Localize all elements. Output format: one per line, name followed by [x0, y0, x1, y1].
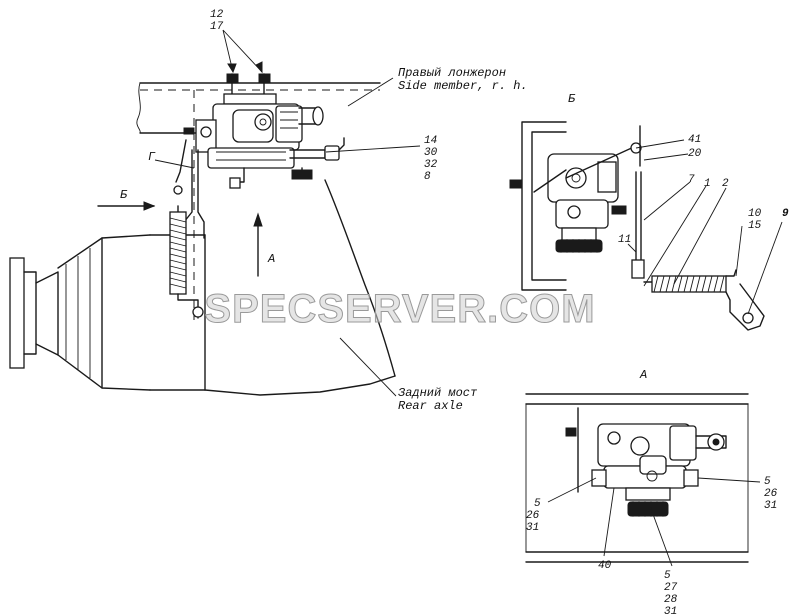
callout-11: 11 — [618, 234, 631, 246]
callout-bottom-31: 31 — [664, 606, 677, 614]
view-a-leaders — [547, 477, 761, 567]
callout-left-31: 31 — [526, 522, 539, 534]
view-a-title: А — [639, 368, 647, 382]
callout-14: 14 — [424, 135, 437, 147]
callout-left-26: 26 — [526, 510, 540, 522]
text-labels: Правый лонжерон Side member, r. h. Задни… — [120, 9, 789, 614]
callout-10: 10 — [748, 208, 762, 220]
view-b-title: Б — [568, 92, 576, 106]
main-valve-assembly — [169, 73, 345, 320]
side-member-label-en: Side member, r. h. — [398, 79, 528, 93]
callout-bottom-27: 27 — [664, 582, 678, 594]
callout-30: 30 — [424, 147, 438, 159]
callout-9: 9 — [782, 208, 789, 220]
callout-8: 8 — [424, 171, 431, 183]
callout-15: 15 — [748, 220, 762, 232]
callout-left-5: 5 — [534, 498, 541, 510]
view-a-arrow-letter: А — [267, 252, 275, 266]
callout-right-26: 26 — [764, 488, 778, 500]
callout-2: 2 — [722, 178, 729, 190]
view-g-letter: Г — [148, 150, 156, 164]
callout-1: 1 — [704, 178, 711, 190]
callout-41: 41 — [688, 134, 701, 146]
rear-axle-housing — [9, 179, 396, 396]
callout-bottom-5: 5 — [664, 570, 671, 582]
axle-flange — [9, 257, 25, 369]
callout-32: 32 — [424, 159, 438, 171]
callout-7: 7 — [688, 174, 695, 186]
callout-right-5: 5 — [764, 476, 771, 488]
callout-bottom-28: 28 — [664, 594, 678, 606]
callout-right-31: 31 — [764, 500, 777, 512]
view-b-leaders — [627, 139, 783, 315]
side-member-label-ru: Правый лонжерон — [398, 66, 506, 80]
callout-20: 20 — [688, 148, 702, 160]
callout-12: 12 — [210, 9, 224, 21]
main-view-annotations — [97, 29, 421, 397]
view-b-drawing — [509, 121, 765, 331]
view-a-drawing — [525, 393, 749, 563]
rear-axle-label-ru: Задний мост — [398, 386, 478, 400]
rear-axle-label-en: Rear axle — [398, 399, 463, 413]
callout-40: 40 — [598, 560, 612, 572]
callout-17: 17 — [210, 21, 224, 33]
watermark: SPECSERVER.COM — [204, 287, 595, 331]
view-b-arrow-letter: Б — [120, 188, 128, 202]
